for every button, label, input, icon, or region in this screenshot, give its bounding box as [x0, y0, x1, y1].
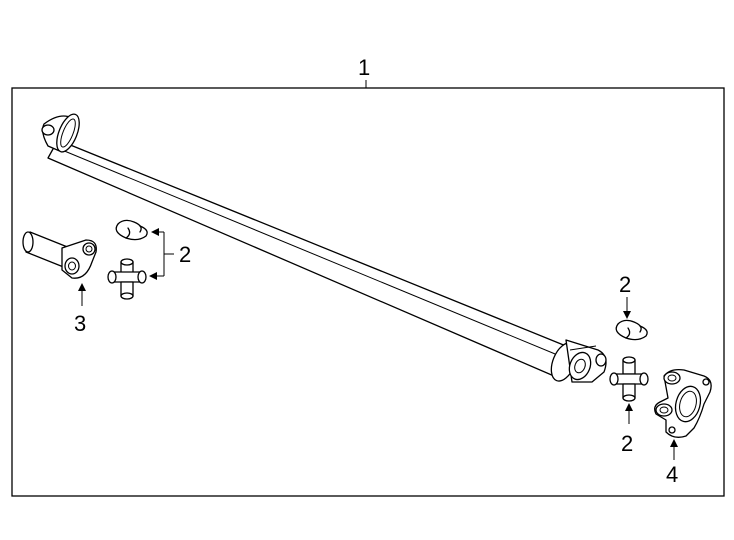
front-snap-ring	[115, 219, 148, 241]
rear-snap-ring	[615, 319, 648, 341]
callout-2-ujoint: 2	[621, 431, 633, 456]
callout-4: 4	[666, 462, 678, 487]
rear-companion-flange	[654, 368, 712, 438]
front-slip-yoke	[22, 231, 97, 279]
callout-2-bracket-front	[149, 228, 174, 280]
callout-2-snapring: 2	[619, 272, 631, 297]
callout-2-front: 2	[179, 242, 191, 267]
callout-3: 3	[74, 311, 86, 336]
driveshaft-tube	[41, 113, 607, 383]
diagram-frame	[11, 87, 725, 497]
rear-universal-joint	[609, 356, 649, 402]
callout-1: 1	[358, 55, 370, 80]
front-universal-joint	[107, 258, 147, 300]
